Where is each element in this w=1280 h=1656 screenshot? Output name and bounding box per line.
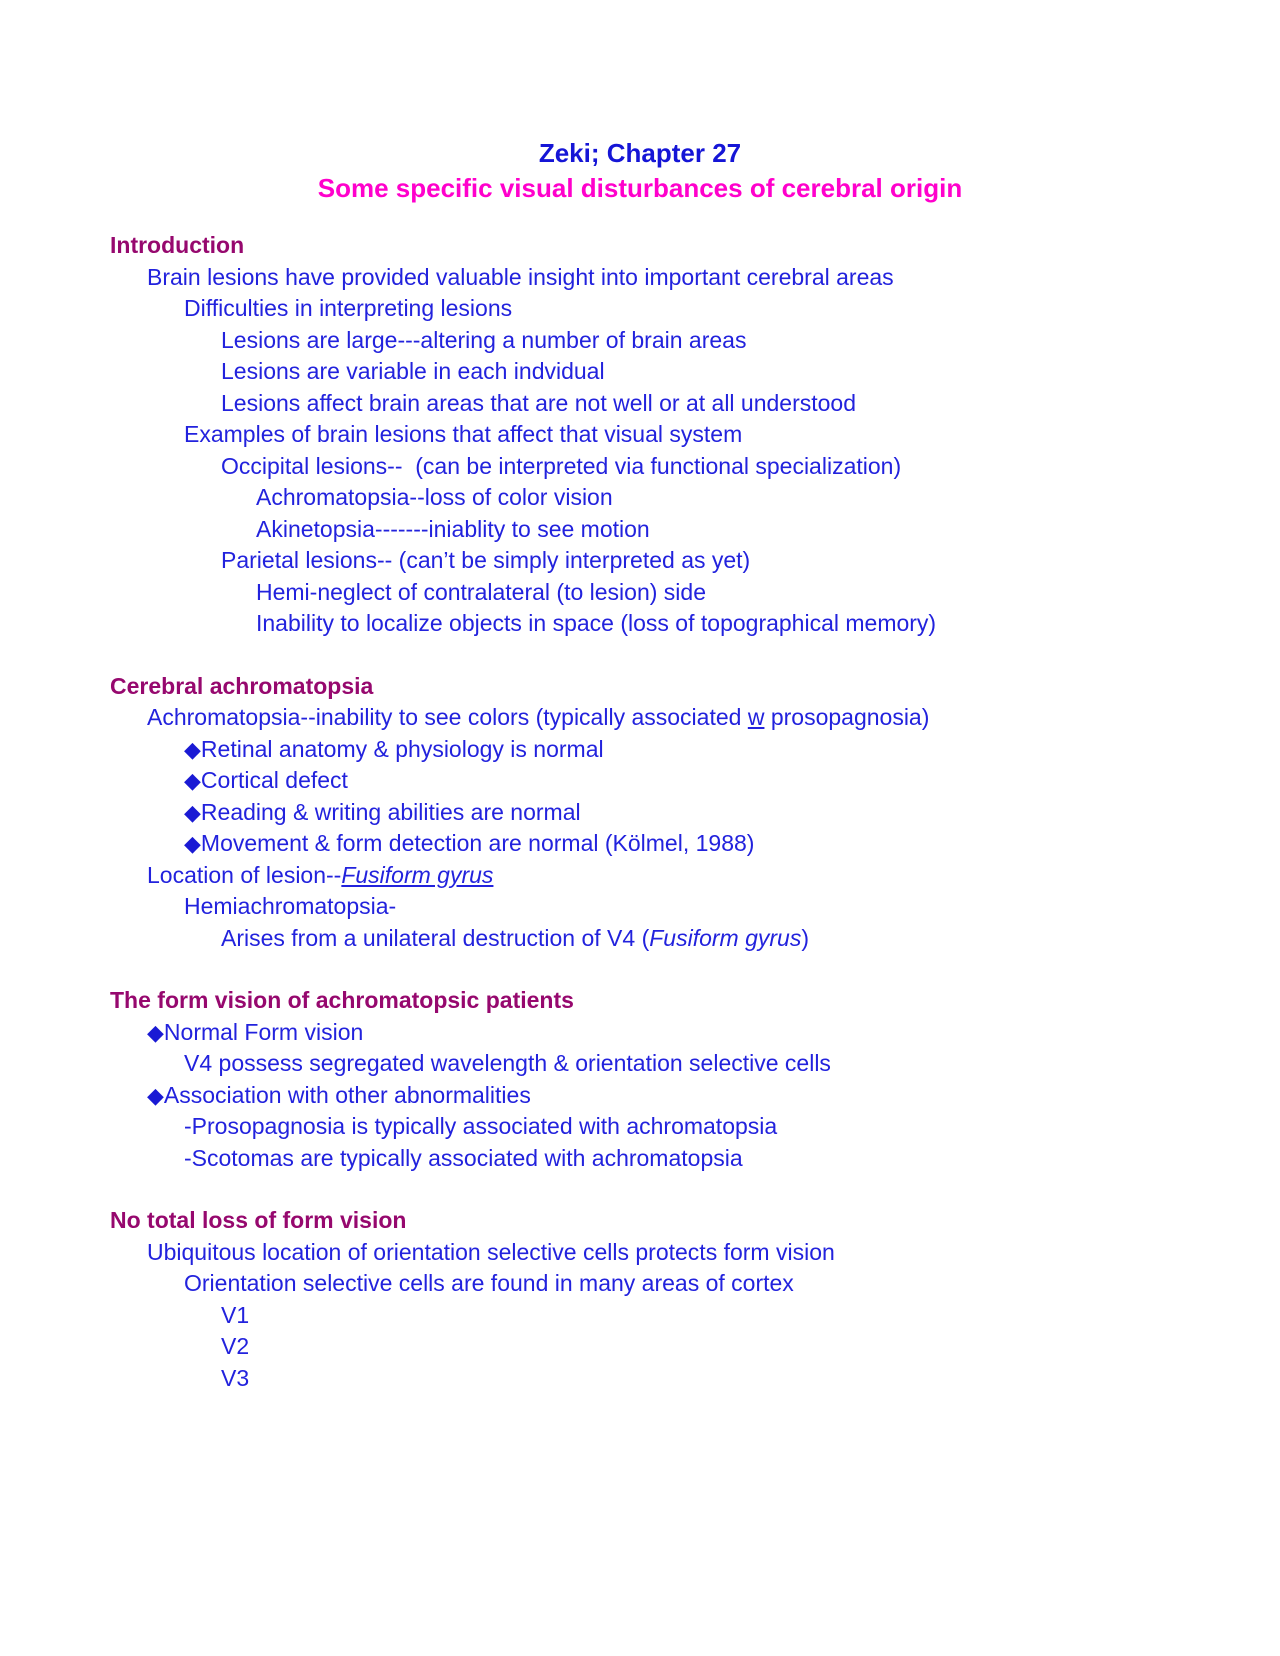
outline-item: V4 possess segregated wavelength & orien… — [0, 1048, 1280, 1080]
outline-item: Lesions are variable in each indvidual — [0, 356, 1280, 388]
section-spacer — [0, 640, 1280, 671]
outline-item-label-tail: prosopagnosia) — [764, 704, 930, 730]
outline-item-label: V2 — [221, 1333, 250, 1359]
outline-item-label: -Scotomas are typically associated with … — [184, 1144, 743, 1171]
outline-item: Orientation selective cells are found in… — [0, 1268, 1280, 1300]
outline-item: Inability to localize objects in space (… — [0, 608, 1280, 640]
outline-item-label: Normal Form vision — [163, 1018, 364, 1045]
outline-item: V3 — [0, 1363, 1280, 1395]
outline-item: -Prosopagnosia is typically associated w… — [0, 1111, 1280, 1143]
diamond-bullet-icon: ◆ — [184, 736, 201, 762]
outline-item: -Scotomas are typically associated with … — [0, 1143, 1280, 1175]
outline-item-label: Lesions affect brain areas that are not … — [221, 389, 857, 416]
outline-item-label: Achromatopsia--loss of color vision — [256, 484, 613, 510]
outline-item: Akinetopsia-------iniablity to see motio… — [0, 514, 1280, 546]
diamond-bullet-icon: ◆ — [184, 799, 201, 825]
outline-item: Ubiquitous location of orientation selec… — [0, 1237, 1280, 1269]
outline-bullet-item: ◆Normal Form vision — [0, 1017, 1280, 1049]
outline-item-label-tail: ) — [801, 924, 810, 951]
outline-item-label: Achromatopsia--inability to see colors (… — [147, 704, 748, 730]
diamond-bullet-icon: ◆ — [147, 1019, 164, 1045]
diamond-bullet-icon: ◆ — [147, 1082, 164, 1108]
outline-bullet-item: ◆Reading & writing abilities are normal — [0, 797, 1280, 829]
outline-bullet-item: ◆Retinal anatomy & physiology is normal — [0, 734, 1280, 766]
section-heading: No total loss of form vision — [110, 1207, 407, 1233]
emphasized-term: w — [747, 704, 765, 730]
outline-item-label: Lesions are large---altering a number of… — [221, 326, 747, 353]
outline-item-label: Difficulties in interpreting lesions — [184, 295, 513, 321]
outline-item-label: Occipital lesions-- (can be interpreted … — [221, 452, 902, 479]
page-title-primary: Zeki; Chapter 27 — [538, 138, 742, 168]
outline-item-label: Arises from a unilateral destruction of … — [221, 924, 650, 951]
diamond-bullet-icon: ◆ — [184, 768, 201, 793]
outline-item: Examples of brain lesions that affect th… — [0, 419, 1280, 451]
section-heading: Cerebral achromatopsia — [110, 672, 374, 699]
emphasized-term: Fusiform gyrus — [341, 861, 494, 888]
outline-item-label: Cortical defect — [200, 767, 348, 793]
outline-bullet-item: ◆Movement & form detection are normal (K… — [0, 828, 1280, 860]
title-block: Zeki; Chapter 27 Some specific visual di… — [0, 0, 1280, 206]
outline-item-label: Movement & form detection are normal (Kö… — [200, 830, 755, 856]
outline-bullet-item: ◆Association with other abnormalities — [0, 1080, 1280, 1112]
outline-item-label: V4 possess segregated wavelength & orien… — [184, 1050, 831, 1076]
outline-item: Difficulties in interpreting lesions — [0, 293, 1280, 325]
outline-item-label: Akinetopsia-------iniablity to see motio… — [256, 515, 650, 542]
outline-bullet-item: ◆Cortical defect — [0, 765, 1280, 797]
outline-item-label: Orientation selective cells are found in… — [184, 1270, 794, 1296]
outline-item-label: Location of lesion-- — [147, 861, 342, 888]
outline-item: Arises from a unilateral destruction of … — [0, 923, 1280, 955]
outline-item-label: Retinal anatomy & physiology is normal — [200, 735, 604, 762]
section-spacer — [0, 1174, 1280, 1205]
outline-item: Brain lesions have provided valuable ins… — [0, 262, 1280, 294]
outline-item-label: Association with other abnormalities — [163, 1081, 531, 1108]
outline-item: Parietal lesions-- (can’t be simply inte… — [0, 545, 1280, 577]
outline-item-label: Reading & writing abilities are normal — [200, 798, 581, 825]
outline-item-label: Hemiachromatopsia- — [184, 893, 397, 919]
outline-item: V1 — [0, 1300, 1280, 1332]
outline-item-label: Brain lesions have provided valuable ins… — [147, 263, 894, 290]
outline-item-label: -Prosopagnosia is typically associated w… — [184, 1113, 778, 1139]
section-spacer — [0, 954, 1280, 985]
outline-item: Achromatopsia--inability to see colors (… — [0, 702, 1280, 734]
outline-item-label: Examples of brain lesions that affect th… — [184, 421, 743, 447]
outline-item-label: V1 — [221, 1301, 250, 1328]
diamond-bullet-icon: ◆ — [184, 831, 201, 856]
outline-item-label: Ubiquitous location of orientation selec… — [147, 1238, 835, 1265]
section-heading: The form vision of achromatopsic patient… — [110, 987, 574, 1013]
page-title-secondary: Some specific visual disturbances of cer… — [317, 173, 963, 203]
outline-item: Location of lesion--Fusiform gyrus — [0, 860, 1280, 892]
outline-item-label: Parietal lesions-- (can’t be simply inte… — [221, 547, 751, 573]
outline-item: Hemiachromatopsia- — [0, 891, 1280, 923]
outline-item: V2 — [0, 1331, 1280, 1363]
outline-item: Hemi-neglect of contralateral (to lesion… — [0, 577, 1280, 609]
outline-item-label: Lesions are variable in each indvidual — [221, 358, 605, 384]
section-heading: Introduction — [110, 232, 245, 258]
emphasized-term: Fusiform gyrus — [649, 924, 802, 951]
outline-item-label: Inability to localize objects in space (… — [256, 610, 937, 636]
outline-item: Lesions affect brain areas that are not … — [0, 388, 1280, 420]
outline-item-label: Hemi-neglect of contralateral (to lesion… — [256, 578, 706, 605]
outline-item: Achromatopsia--loss of color vision — [0, 482, 1280, 514]
outline-item: Lesions are large---altering a number of… — [0, 325, 1280, 357]
outline-item-label: V3 — [221, 1364, 250, 1391]
outline-item: Occipital lesions-- (can be interpreted … — [0, 451, 1280, 483]
